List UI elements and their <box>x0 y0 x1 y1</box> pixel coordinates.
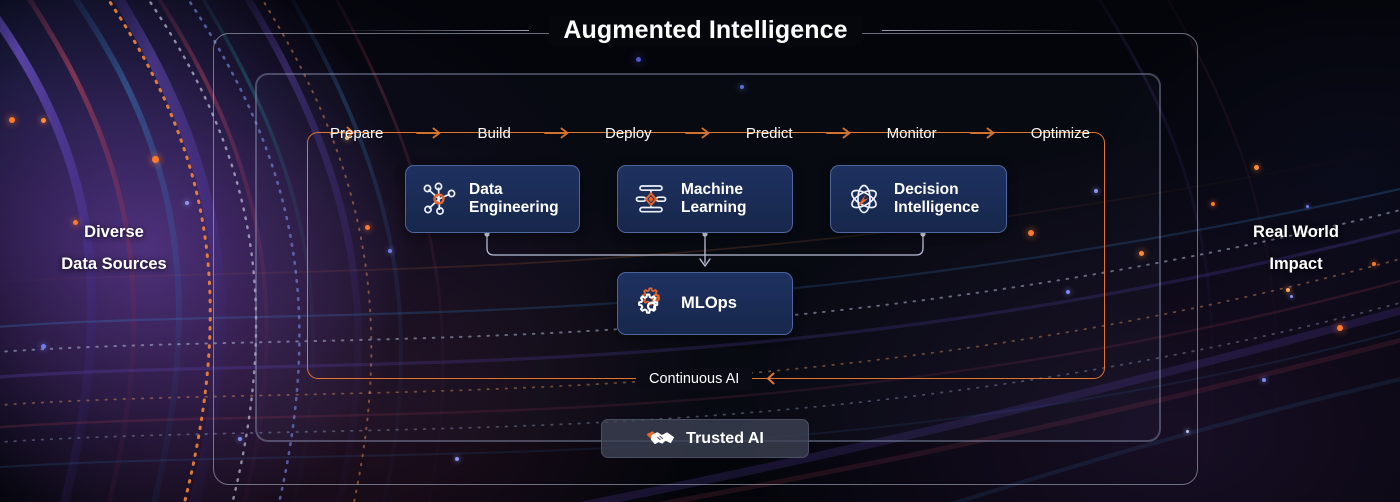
particle <box>73 220 78 225</box>
label-line1: Diverse <box>84 223 144 241</box>
card-label-line1: Data <box>469 180 503 198</box>
particle <box>1186 430 1189 433</box>
title-rule-right <box>881 30 1082 31</box>
particle <box>1139 251 1144 256</box>
particle <box>1337 325 1343 331</box>
pipeline-stages: Prepare Build Deploy Predict Monitor Opt… <box>330 120 1090 146</box>
particle <box>1066 290 1070 294</box>
card-decision-intelligence[interactable]: Decision Intelligence <box>830 165 1007 233</box>
neural-layers-icon <box>632 180 670 218</box>
stage-arrow-icon <box>543 126 573 140</box>
particle <box>388 249 392 253</box>
gears-icon <box>632 285 670 323</box>
particle <box>740 85 744 89</box>
loop-arrow-right-icon <box>339 124 356 141</box>
title-rule-left <box>329 30 530 31</box>
particle <box>1286 288 1290 292</box>
particle <box>238 437 242 441</box>
particle <box>41 344 46 349</box>
particle <box>1306 205 1309 208</box>
card-data-engineering[interactable]: Data Engineering <box>405 165 580 233</box>
card-label-line1: Machine <box>681 180 744 198</box>
particle <box>41 118 46 123</box>
trusted-ai-label: Trusted AI <box>686 429 764 447</box>
card-label-line2: Intelligence <box>894 199 980 216</box>
card-label: Decision Intelligence <box>894 181 979 218</box>
particle <box>365 225 370 230</box>
page-title: Augmented Intelligence <box>549 16 862 45</box>
stage-arrow-icon <box>969 126 999 140</box>
network-nodes-icon <box>420 180 458 218</box>
card-label-line2: Engineering <box>469 199 559 216</box>
stage-arrow-icon <box>415 126 445 140</box>
label-line1: Real World <box>1253 223 1339 241</box>
stage-build: Build <box>477 124 511 142</box>
particle <box>1290 295 1293 298</box>
stage-prepare: Prepare <box>330 124 384 142</box>
card-label: MLOps <box>681 293 737 312</box>
card-mlops[interactable]: MLOps <box>617 272 793 335</box>
card-label: Data Engineering <box>469 181 559 218</box>
particle <box>152 156 159 163</box>
stage-arrow-icon <box>825 126 855 140</box>
label-line2: Impact <box>1269 255 1323 274</box>
particle <box>1094 189 1098 193</box>
particle <box>9 117 15 123</box>
loop-arrow-left-icon <box>763 370 782 387</box>
atom-orbit-icon <box>845 180 883 218</box>
diagram-title-row: Augmented Intelligence <box>213 16 1198 45</box>
card-label: Machine Learning <box>681 181 746 218</box>
particle <box>1211 202 1215 206</box>
card-machine-learning[interactable]: Machine Learning <box>617 165 793 233</box>
stage-monitor: Monitor <box>886 124 937 142</box>
label-line2: Data Sources <box>61 255 167 274</box>
particle <box>185 201 189 205</box>
card-label-line2: Learning <box>681 199 747 216</box>
particle <box>455 457 459 461</box>
particle <box>1372 262 1376 266</box>
stage-deploy: Deploy <box>604 124 652 142</box>
card-label-line1: Decision <box>894 180 959 198</box>
stage-predict: Predict <box>745 124 793 142</box>
handshake-icon <box>646 428 676 450</box>
particle <box>636 57 641 62</box>
diverse-data-sources-label: Diverse Data Sources <box>24 216 204 280</box>
stage-optimize: Optimize <box>1030 124 1090 142</box>
real-world-impact-label: Real World Impact <box>1216 216 1376 280</box>
particle <box>1254 165 1259 170</box>
stage-arrow-icon <box>684 126 714 140</box>
particle <box>1262 378 1266 382</box>
particle <box>1028 230 1034 236</box>
continuous-ai-label: Continuous AI <box>636 368 753 390</box>
trusted-ai-badge[interactable]: Trusted AI <box>601 419 809 458</box>
